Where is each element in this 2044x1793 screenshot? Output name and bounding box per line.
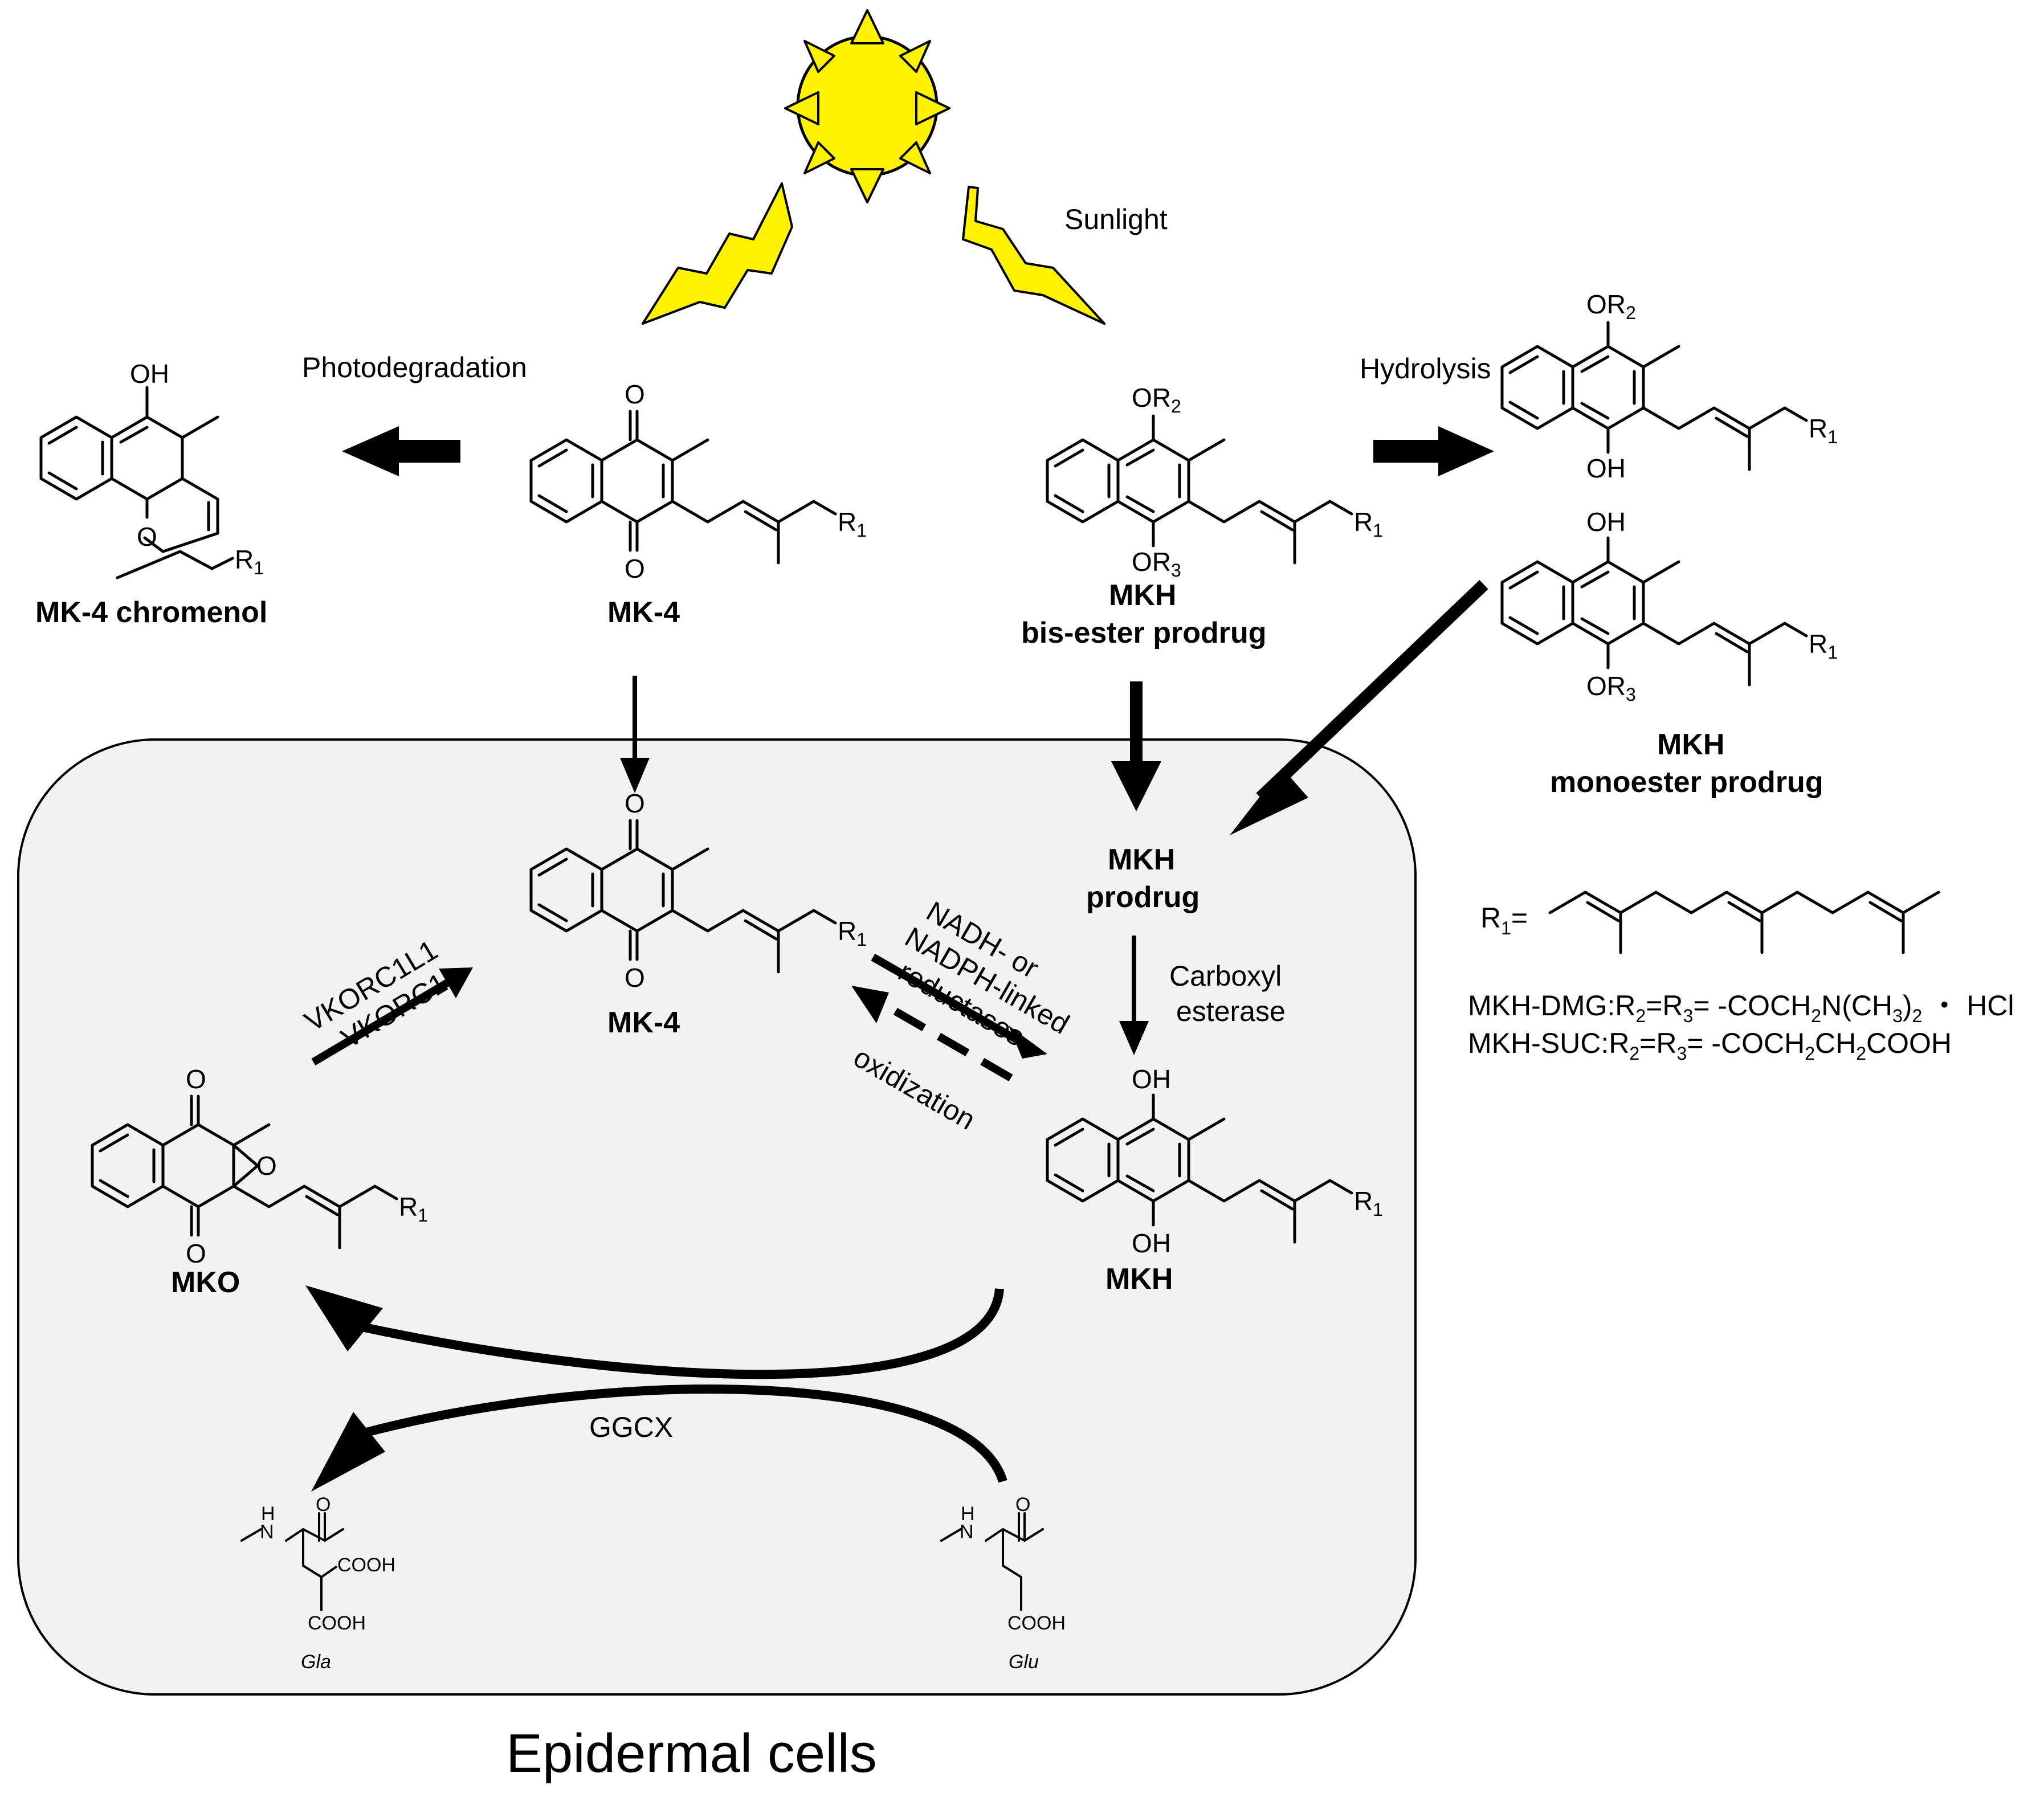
ggcx-cycle-arrows — [305, 1285, 1007, 1492]
glu-n: N — [960, 1521, 974, 1543]
gla-structure: N H O COOH COOH — [240, 1494, 395, 1634]
chromenol-ring-o: O — [137, 522, 157, 552]
mk4-chromenol-label: MK-4 chromenol — [35, 596, 267, 629]
mko-r1: R1 — [399, 1192, 428, 1226]
gla-label: Gla — [301, 1651, 331, 1673]
gla-n: N — [260, 1521, 274, 1543]
mkh-bisester-or2: OR2 — [1132, 383, 1181, 416]
mk4-uptake-arrow — [620, 676, 650, 793]
r1-definition-prefix: R1= — [1480, 902, 1528, 938]
mkh-prodrug-label-1: MKH — [1108, 843, 1175, 876]
monoester-b-oh: OH — [1586, 507, 1626, 537]
mkh-prodrug-label-2: prodrug — [1086, 881, 1200, 914]
esterase-label: esterase — [1176, 995, 1286, 1027]
vkorc-arrow — [311, 967, 473, 1066]
mkh-cell-label: MKH — [1105, 1263, 1173, 1296]
mkh-bisester-r1: R1 — [1354, 507, 1383, 541]
mkh-bisester-or3: OR3 — [1132, 547, 1181, 581]
monoester-label-1: MKH — [1657, 728, 1724, 761]
mk4-top-structure: O O R1 — [531, 379, 867, 583]
mk4-top-o1: O — [625, 379, 645, 409]
mkh-cell-structure: OH OH R1 — [1047, 1064, 1383, 1258]
hydrolysis-label: Hydrolysis — [1360, 353, 1491, 385]
reductase-arrow — [871, 953, 1047, 1059]
glu-o: O — [1015, 1494, 1030, 1516]
monoester-a-r1: R1 — [1809, 414, 1838, 447]
glu-label: Glu — [1009, 1651, 1039, 1673]
mkh-cell-oh1: OH — [1132, 1064, 1171, 1094]
chromenol-r1: R1 — [235, 545, 264, 578]
mk4-cell-o1: O — [625, 789, 645, 818]
monoester-b-or3: OR3 — [1586, 671, 1636, 705]
mkh-suc-definition: MKH-SUC:R2=R3= -COCH2CH2COOH — [1468, 1027, 1952, 1064]
mkh-cell-r1: R1 — [1354, 1186, 1383, 1220]
monoester-a-or2: OR2 — [1586, 289, 1636, 323]
mk4-top-o4: O — [625, 554, 645, 583]
ggcx-label: GGCX — [589, 1411, 673, 1443]
mk4-cell-r1: R1 — [838, 916, 867, 950]
epidermal-cells-label: Epidermal cells — [506, 1723, 877, 1784]
gla-cooh-2: COOH — [308, 1612, 366, 1634]
chromenol-oh: OH — [130, 359, 169, 389]
lightning-bolt-right-icon — [962, 186, 1105, 325]
mko-structure: O O O R1 — [91, 1064, 428, 1268]
gla-h: H — [261, 1503, 275, 1525]
hydrolysis-arrow — [1373, 426, 1494, 476]
sun-icon — [784, 9, 950, 203]
monoester-label-2: monoester prodrug — [1550, 766, 1823, 799]
mk4-top-label: MK-4 — [607, 596, 680, 629]
glu-h: H — [961, 1503, 975, 1525]
monoester-b-r1: R1 — [1809, 629, 1838, 663]
bisester-uptake-arrow — [1111, 681, 1161, 811]
mkh-bisester-label-1: MKH — [1109, 579, 1176, 612]
gla-o: O — [316, 1494, 331, 1516]
oxidization-arrow — [851, 986, 1013, 1082]
mk4-cell-structure: O O R1 — [531, 789, 867, 993]
gla-cooh-1: COOH — [337, 1554, 395, 1576]
carboxyl-label: Carboxyl — [1169, 960, 1282, 992]
mk4-top-r1: R1 — [838, 507, 867, 541]
mk4-cell-o4: O — [625, 963, 645, 993]
mkh-dmg-definition: MKH-DMG:R2=R3= -COCH2N(CH3)2 ・ HCl — [1468, 990, 2014, 1026]
monoester-structure-a: OR2 OH R1 — [1502, 289, 1838, 483]
mk4-chromenol-structure: OH O R1 — [39, 359, 264, 579]
mko-label: MKO — [171, 1266, 240, 1299]
monoester-structure-b: OH OR3 R1 — [1502, 507, 1838, 705]
monoester-uptake-arrow — [1230, 580, 1488, 835]
mko-epoxide-o: O — [256, 1151, 277, 1181]
mkh-bisester-structure: OR2 OR3 R1 — [1047, 383, 1383, 581]
r1-chain — [1548, 891, 1940, 954]
sunlight-label: Sunlight — [1064, 203, 1168, 235]
lightning-bolt-left-icon — [642, 182, 793, 325]
monoester-a-oh: OH — [1586, 454, 1626, 483]
glu-cooh: COOH — [1007, 1612, 1066, 1634]
glu-structure: N H O COOH — [940, 1494, 1066, 1634]
mko-o1: O — [186, 1064, 206, 1094]
esterase-arrow — [1119, 936, 1149, 1055]
sun-rays — [784, 9, 950, 203]
mko-o4: O — [186, 1239, 206, 1268]
epidermal-cell — [17, 738, 1417, 1696]
photodegradation-label: Photodegradation — [302, 352, 527, 383]
mkh-cell-oh4: OH — [1132, 1228, 1171, 1258]
photodegradation-arrow — [342, 426, 460, 476]
mk4-cell-label: MK-4 — [607, 1006, 680, 1039]
mkh-bisester-label-2: bis-ester prodrug — [1021, 616, 1267, 650]
